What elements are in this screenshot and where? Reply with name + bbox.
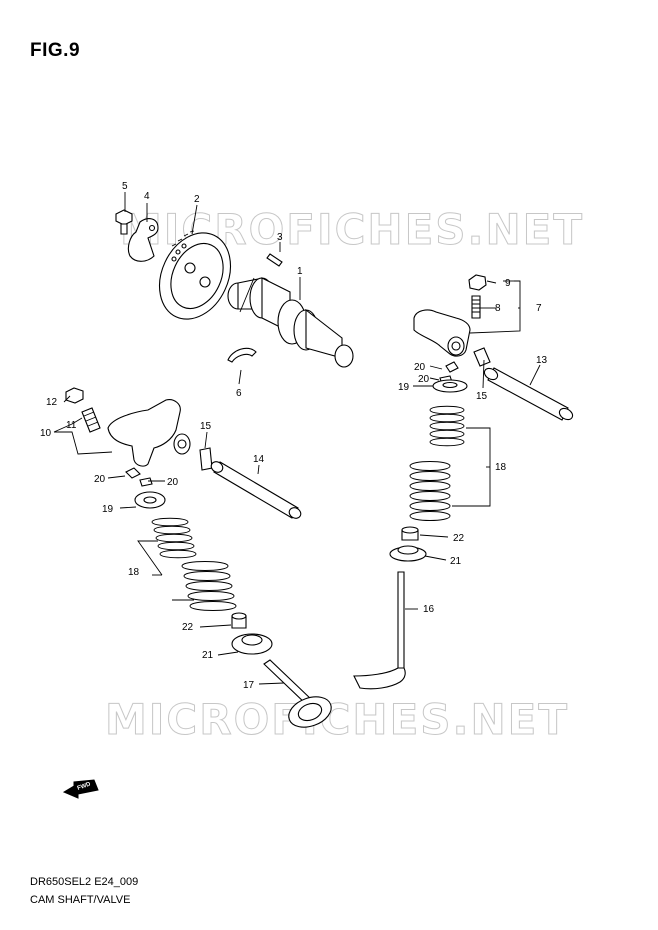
part-7-rocker-arm[interactable] <box>413 309 471 357</box>
part-11-adjust-screw-left[interactable] <box>81 407 101 433</box>
part-1-camshaft[interactable] <box>227 277 354 368</box>
callout-15-right: 15 <box>476 391 488 402</box>
callout-19-left: 19 <box>102 504 114 515</box>
part-16-exhaust-valve[interactable] <box>353 571 406 690</box>
part-17-intake-valve[interactable] <box>263 659 335 733</box>
callout-18-right: 18 <box>495 462 507 473</box>
forward-arrow-icon: FWD <box>62 779 99 799</box>
callout-9: 9 <box>505 278 511 289</box>
callout-20-left-a: 20 <box>94 474 106 485</box>
callout-4: 4 <box>144 191 150 202</box>
callout-20-right-b: 20 <box>418 374 430 385</box>
callout-20-right-a: 20 <box>414 362 426 373</box>
callout-5: 5 <box>122 181 128 192</box>
part-21-seat-right[interactable] <box>389 545 427 562</box>
callout-21-left: 21 <box>202 650 214 661</box>
part-13-rocker-shaft[interactable] <box>482 366 574 422</box>
part-4-bracket[interactable] <box>127 218 159 262</box>
part-15-gasket-left[interactable] <box>199 447 213 471</box>
callout-10: 10 <box>40 428 52 439</box>
part-18-springs-left[interactable] <box>151 517 237 611</box>
callout-1: 1 <box>297 266 303 277</box>
callout-3: 3 <box>277 232 283 243</box>
callout-20-left-b: 20 <box>167 477 179 488</box>
part-9-nut[interactable] <box>468 274 487 291</box>
callout-19-right: 19 <box>398 382 410 393</box>
part-21-seat-left[interactable] <box>231 633 273 655</box>
callout-15-left: 15 <box>200 421 212 432</box>
part-8-adjust-screw[interactable] <box>471 295 481 319</box>
callout-17: 17 <box>243 680 255 691</box>
callout-16: 16 <box>423 604 435 615</box>
callout-6: 6 <box>236 388 242 399</box>
part-20-cotter-left[interactable] <box>125 467 153 487</box>
callout-2: 2 <box>194 194 200 205</box>
part-19-retainer-right[interactable] <box>432 379 468 393</box>
part-19-retainer-left[interactable] <box>134 491 166 509</box>
callout-13: 13 <box>536 355 548 366</box>
part-22-seal-left[interactable] <box>231 612 247 629</box>
callout-14: 14 <box>253 454 265 465</box>
leader-lines <box>53 192 541 685</box>
callout-11: 11 <box>66 420 77 431</box>
model-code: DR650SEL2 E24_009 <box>30 876 139 888</box>
callout-21-right: 21 <box>450 556 462 567</box>
callout-22-right: 22 <box>453 533 465 544</box>
part-18-springs-right[interactable] <box>409 405 465 521</box>
fwd-label: FWD <box>77 781 93 792</box>
part-2-sprocket[interactable] <box>146 221 244 330</box>
callout-labels: 5 4 2 3 1 6 9 8 7 13 15 20 20 19 18 22 2… <box>40 181 548 691</box>
part-22-seal-right[interactable] <box>401 526 419 541</box>
callout-18-left: 18 <box>128 567 140 578</box>
part-14-rocker-shaft-left[interactable] <box>209 460 302 521</box>
callout-7: 7 <box>536 303 542 314</box>
part-10-rocker-arm-left[interactable] <box>107 399 191 467</box>
callout-12: 12 <box>46 397 58 408</box>
part-3-pin[interactable] <box>266 253 283 267</box>
part-15-gasket-right[interactable] <box>473 347 491 367</box>
callout-22-left: 22 <box>182 622 194 633</box>
figure-caption: CAM SHAFT/VALVE <box>30 894 131 906</box>
part-6-circlip[interactable] <box>227 347 257 363</box>
part-5-bolt[interactable] <box>115 209 133 235</box>
callout-8: 8 <box>495 303 501 314</box>
part-12-nut-left[interactable] <box>65 387 84 404</box>
figure-title: FIG.9 <box>30 40 81 61</box>
watermark-bottom: MICROFICHES.NET <box>105 695 569 745</box>
